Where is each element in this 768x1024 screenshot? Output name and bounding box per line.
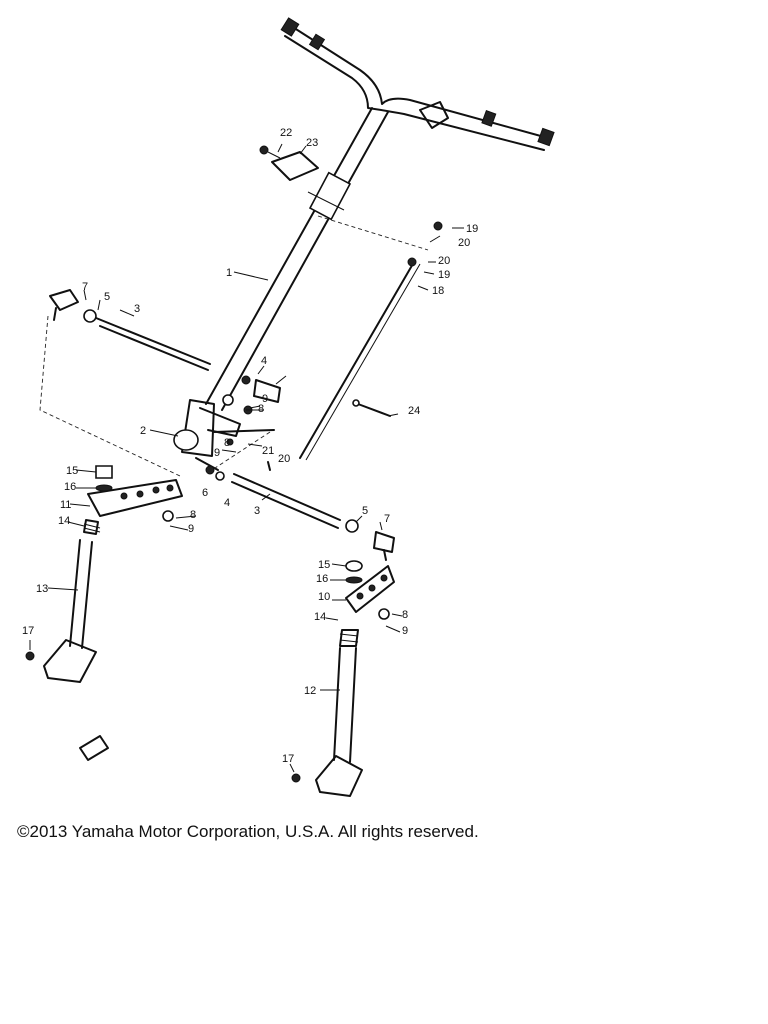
copyright-notice: ©2013 Yamaha Motor Corporation, U.S.A. A… bbox=[17, 822, 479, 841]
reference-lines bbox=[39, 215, 429, 477]
steering-column bbox=[205, 107, 389, 411]
callout-8-left: 8 bbox=[190, 509, 196, 521]
callout-labels: 1 2 3 3 4 4 5 5 6 7 7 8 8 8 8 9 9 9 9 10… bbox=[22, 127, 478, 765]
callout-15-right: 15 bbox=[318, 559, 330, 571]
upper-tie-rod bbox=[49, 289, 211, 371]
left-spindle bbox=[25, 519, 101, 683]
callout-9-left: 9 bbox=[188, 523, 194, 535]
callout-8-column: 8 bbox=[258, 403, 264, 415]
callout-19-lower: 19 bbox=[438, 269, 450, 281]
steering-post bbox=[173, 399, 275, 471]
callout-9-right: 9 bbox=[402, 625, 408, 637]
callout-15-left: 15 bbox=[66, 465, 78, 477]
long-rod bbox=[299, 257, 421, 461]
callout-19-upper: 19 bbox=[466, 223, 478, 235]
callout-4-upper: 4 bbox=[261, 355, 267, 367]
callout-10: 10 bbox=[318, 591, 330, 603]
manufacturer-mark bbox=[79, 735, 109, 761]
callout-17-right: 17 bbox=[282, 753, 294, 765]
callout-1: 1 bbox=[226, 267, 232, 279]
callout-7-upper: 7 bbox=[82, 281, 88, 293]
callout-11: 11 bbox=[60, 499, 71, 511]
callout-3-lower: 3 bbox=[254, 505, 260, 517]
callout-16-left: 16 bbox=[64, 481, 76, 493]
pin bbox=[352, 399, 391, 417]
callout-4-lower: 4 bbox=[224, 497, 230, 509]
callout-21: 21 bbox=[262, 445, 274, 457]
column-hardware bbox=[205, 221, 443, 481]
callout-12: 12 bbox=[304, 685, 316, 697]
callout-17-left: 17 bbox=[22, 625, 34, 637]
callout-23: 23 bbox=[306, 137, 318, 149]
callout-20-lower: 20 bbox=[278, 453, 290, 465]
right-spindle bbox=[291, 629, 363, 797]
leader-lines bbox=[29, 143, 464, 773]
callout-20-middle: 20 bbox=[438, 255, 450, 267]
lower-tie-rod bbox=[231, 473, 395, 561]
callout-8-post: 8 bbox=[224, 437, 230, 449]
handlebar bbox=[280, 17, 555, 151]
callout-2: 2 bbox=[140, 425, 146, 437]
callout-20-upper: 20 bbox=[458, 237, 470, 249]
callout-8-right: 8 bbox=[402, 609, 408, 621]
callout-24: 24 bbox=[408, 405, 420, 417]
left-steering-arm bbox=[87, 465, 183, 522]
callout-14-right: 14 bbox=[314, 611, 326, 623]
callout-16-right: 16 bbox=[316, 573, 328, 585]
callout-5-lower: 5 bbox=[362, 505, 368, 517]
column-clamp-bracket bbox=[259, 145, 319, 181]
callout-5-upper: 5 bbox=[104, 291, 110, 303]
callout-6: 6 bbox=[202, 487, 208, 499]
steering-assembly-diagram: 1 2 3 3 4 4 5 5 6 7 7 8 8 8 8 9 9 9 9 10… bbox=[22, 17, 555, 797]
right-steering-arm bbox=[345, 560, 395, 620]
callout-3-upper: 3 bbox=[134, 303, 140, 315]
callout-22: 22 bbox=[280, 127, 292, 139]
callout-9-column: 9 bbox=[262, 393, 268, 405]
callout-18: 18 bbox=[432, 285, 444, 297]
callout-9-post: 9 bbox=[214, 447, 220, 459]
callout-13: 13 bbox=[36, 583, 48, 595]
callout-14-left: 14 bbox=[58, 515, 70, 527]
callout-7-lower: 7 bbox=[384, 513, 390, 525]
